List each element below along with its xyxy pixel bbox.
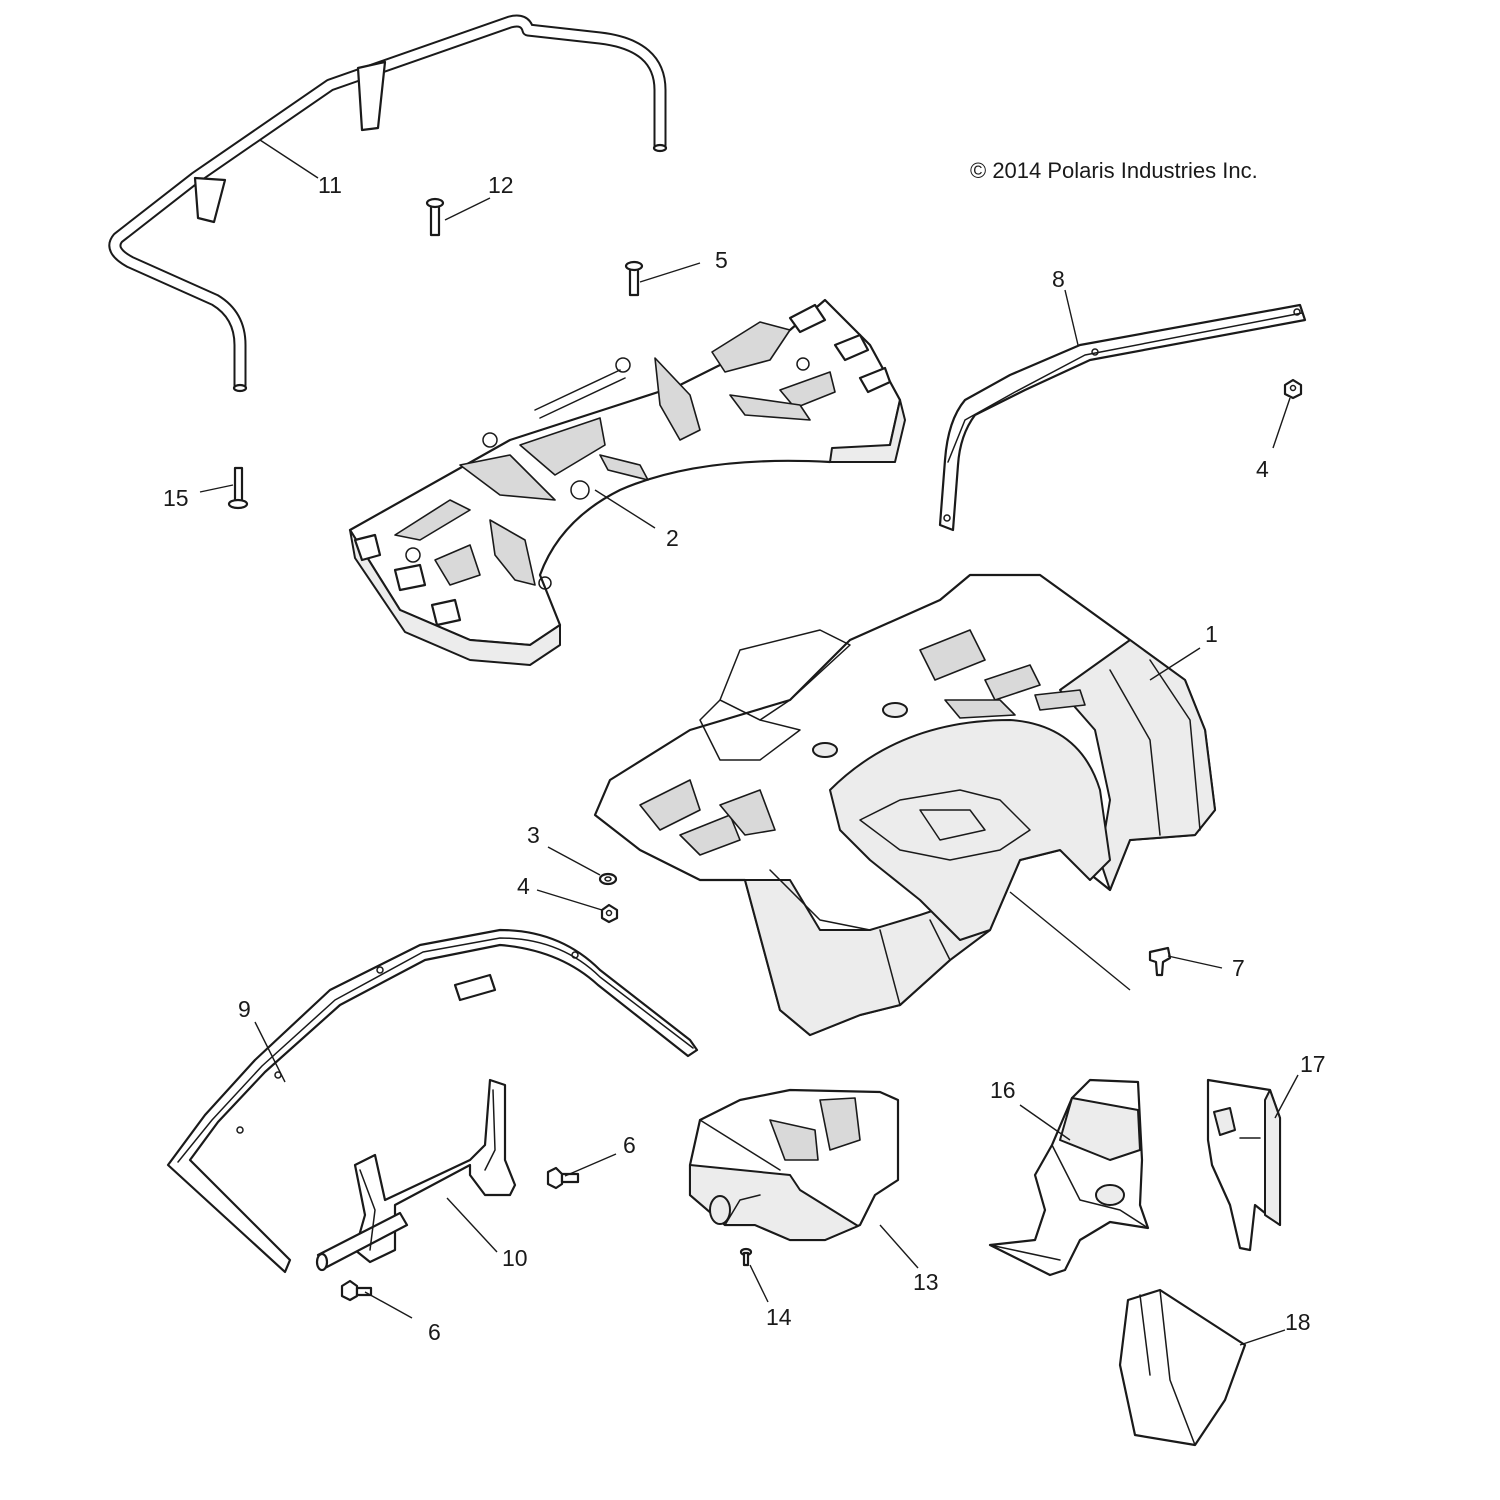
callout-15: 15 <box>163 485 189 511</box>
part-8-rear-bar <box>938 303 1307 532</box>
callout-18: 18 <box>1285 1309 1311 1335</box>
part-4-nut-lower <box>600 903 619 924</box>
callout-11: 11 <box>318 172 342 198</box>
part-3-washer <box>598 872 618 886</box>
part-15-pin <box>227 466 249 510</box>
part-11-rack-rail <box>108 14 668 393</box>
callout-9: 9 <box>238 996 251 1022</box>
copyright-text: © 2014 Polaris Industries Inc. <box>970 158 1258 183</box>
part-4-nut-upper <box>1283 378 1303 400</box>
callout-8: 8 <box>1052 266 1065 292</box>
callout-5: 5 <box>715 247 728 273</box>
part-12-bolt <box>425 197 445 237</box>
part-14-screw <box>739 1247 753 1267</box>
part-13-inner-fender <box>688 1088 900 1242</box>
callout-13: 13 <box>913 1269 939 1295</box>
callout-14: 14 <box>766 1304 792 1330</box>
part-16-shield <box>988 1078 1150 1277</box>
callout-numbers: 1 2 3 4 4 5 6 6 7 8 9 10 11 12 13 14 15 … <box>163 172 1326 1345</box>
callout-1: 1 <box>1205 621 1218 647</box>
part-2-rack-panel <box>348 298 906 666</box>
callout-6-lower: 6 <box>428 1319 441 1345</box>
part-9-side-bar <box>166 928 699 1274</box>
callout-4-upper: 4 <box>1256 456 1269 482</box>
callout-4-lower: 4 <box>517 873 530 899</box>
leader-lines <box>199 139 1299 1346</box>
callout-16: 16 <box>990 1077 1016 1103</box>
part-5-bolt <box>624 260 644 297</box>
part-10-bracket <box>315 1078 517 1272</box>
part-1-rear-cab <box>593 573 1217 1037</box>
part-17-panel <box>1206 1078 1282 1252</box>
part-7-push-rivet <box>1148 946 1172 977</box>
callout-7: 7 <box>1232 955 1245 981</box>
callout-17: 17 <box>1300 1051 1326 1077</box>
callout-12: 12 <box>488 172 514 198</box>
callout-6-upper: 6 <box>623 1132 636 1158</box>
callout-10: 10 <box>502 1245 528 1271</box>
part-18-cover <box>1118 1288 1247 1447</box>
callout-2: 2 <box>666 525 679 551</box>
part-6-bolt-lower <box>340 1279 373 1302</box>
callout-3: 3 <box>527 822 540 848</box>
part-6-bolt-upper <box>546 1166 580 1190</box>
